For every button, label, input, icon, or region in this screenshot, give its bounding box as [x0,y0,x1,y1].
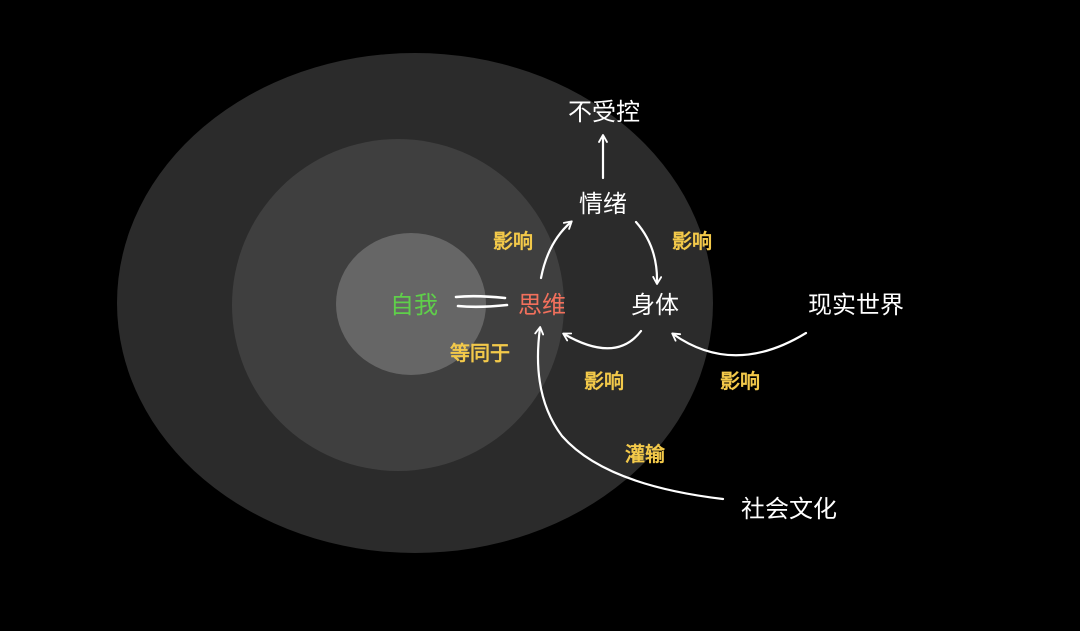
inner-ring [336,233,486,375]
nodes: 不受控 情绪 自我 思维 身体 现实世界 社会文化 [390,98,904,523]
equals-sign [454,294,509,309]
arrow-world-to-body [671,331,808,357]
node-mind: 思维 [518,291,566,319]
node-body: 身体 [631,291,679,319]
label-emotion-to-body: 影响 [672,229,712,253]
arrow-body-to-mind [562,329,643,350]
arrow-culture-to-mind [534,326,725,501]
label-mind-to-emotion: 影响 [493,229,533,253]
node-uncontrollable: 不受控 [568,98,640,126]
label-self-equals-mind: 等同于 [450,341,510,365]
label-culture-to-mind: 灌输 [625,442,666,466]
node-emotion: 情绪 [579,190,627,218]
arrow-emotion-to-body [634,220,663,285]
node-self: 自我 [390,291,438,319]
arrow-mind-to-emotion [539,220,573,280]
arrows [534,134,808,501]
label-body-to-mind: 影响 [584,369,624,393]
edge-labels: 影响 影响 等同于 影响 影响 灌输 [450,229,760,466]
node-real-world: 现实世界 [808,291,904,319]
label-world-to-body: 影响 [720,369,760,393]
node-social-culture: 社会文化 [741,495,837,523]
